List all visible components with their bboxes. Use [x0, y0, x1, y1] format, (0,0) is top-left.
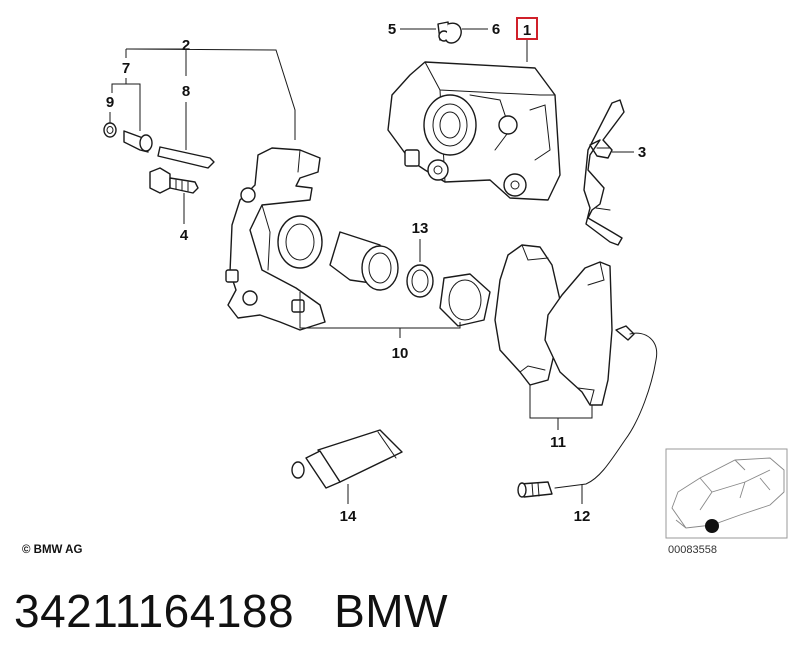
guide-pin-cap — [103, 122, 117, 138]
caliper-carrier — [225, 147, 326, 331]
inset-frame — [665, 448, 788, 539]
brake-pad-front — [494, 244, 561, 386]
pad-wear-sensor — [517, 325, 658, 498]
callout-3-label: 3 — [638, 144, 646, 161]
callout-7-label: 7 — [122, 60, 130, 77]
copyright-text: © BMW AG — [22, 544, 82, 556]
callout-4-label: 4 — [180, 227, 189, 244]
inset-location-marker — [705, 519, 719, 533]
bleeder-screw-and-cap — [437, 21, 462, 44]
callout-8[interactable]: 8 — [182, 83, 190, 150]
callout-1[interactable]: 1 — [516, 17, 538, 62]
callout-5-label: 5 — [388, 21, 396, 38]
callout-1-label: 1 — [523, 22, 531, 39]
callout-11-label: 11 — [550, 434, 566, 451]
callout-5[interactable]: 5 — [388, 21, 436, 38]
caliper-spring-clip — [583, 99, 625, 246]
callout-9[interactable]: 9 — [106, 94, 114, 123]
brake-pad-rear — [544, 261, 613, 406]
callout-14-label: 14 — [340, 508, 357, 525]
callout-1-highlight-box — [516, 17, 538, 40]
callout-11[interactable]: 11 — [529, 385, 593, 451]
callout-3[interactable]: 3 — [612, 144, 646, 161]
assembly-grease-tube — [291, 429, 403, 489]
piston-dust-seal — [277, 215, 323, 269]
brand-name: BMW — [334, 585, 449, 637]
inset-code: 00083558 — [668, 544, 717, 556]
part-caption: 34211164188 BMW — [14, 584, 448, 638]
callout-6[interactable]: 6 — [462, 21, 500, 38]
callout-2[interactable]: 2 — [125, 37, 296, 140]
guide-pin — [157, 146, 215, 169]
callout-13-label: 13 — [412, 220, 429, 237]
vehicle-location-inset: 00083558 — [665, 448, 788, 556]
piston-seal-ring — [406, 264, 434, 298]
callout-14[interactable]: 14 — [340, 484, 357, 525]
piston-boot — [439, 273, 491, 327]
callout-12[interactable]: 12 — [574, 484, 591, 525]
callout-2-label: 2 — [182, 37, 190, 54]
callout-13[interactable]: 13 — [412, 220, 429, 262]
callout-9-label: 9 — [106, 94, 114, 111]
callout-7[interactable]: 7 — [111, 60, 141, 131]
callout-10[interactable]: 10 — [299, 292, 461, 362]
callout-12-label: 12 — [574, 508, 591, 525]
guide-bushing — [123, 130, 153, 153]
callout-6-label: 6 — [492, 21, 500, 38]
callout-4[interactable]: 4 — [180, 193, 189, 244]
callout-10-label: 10 — [392, 345, 409, 362]
brake-caliper-housing — [387, 61, 561, 201]
part-number: 34211164188 — [14, 585, 295, 637]
inset-car-icon — [671, 457, 785, 529]
hex-bolt — [149, 167, 199, 194]
callout-8-label: 8 — [182, 83, 190, 100]
piston — [329, 231, 399, 291]
